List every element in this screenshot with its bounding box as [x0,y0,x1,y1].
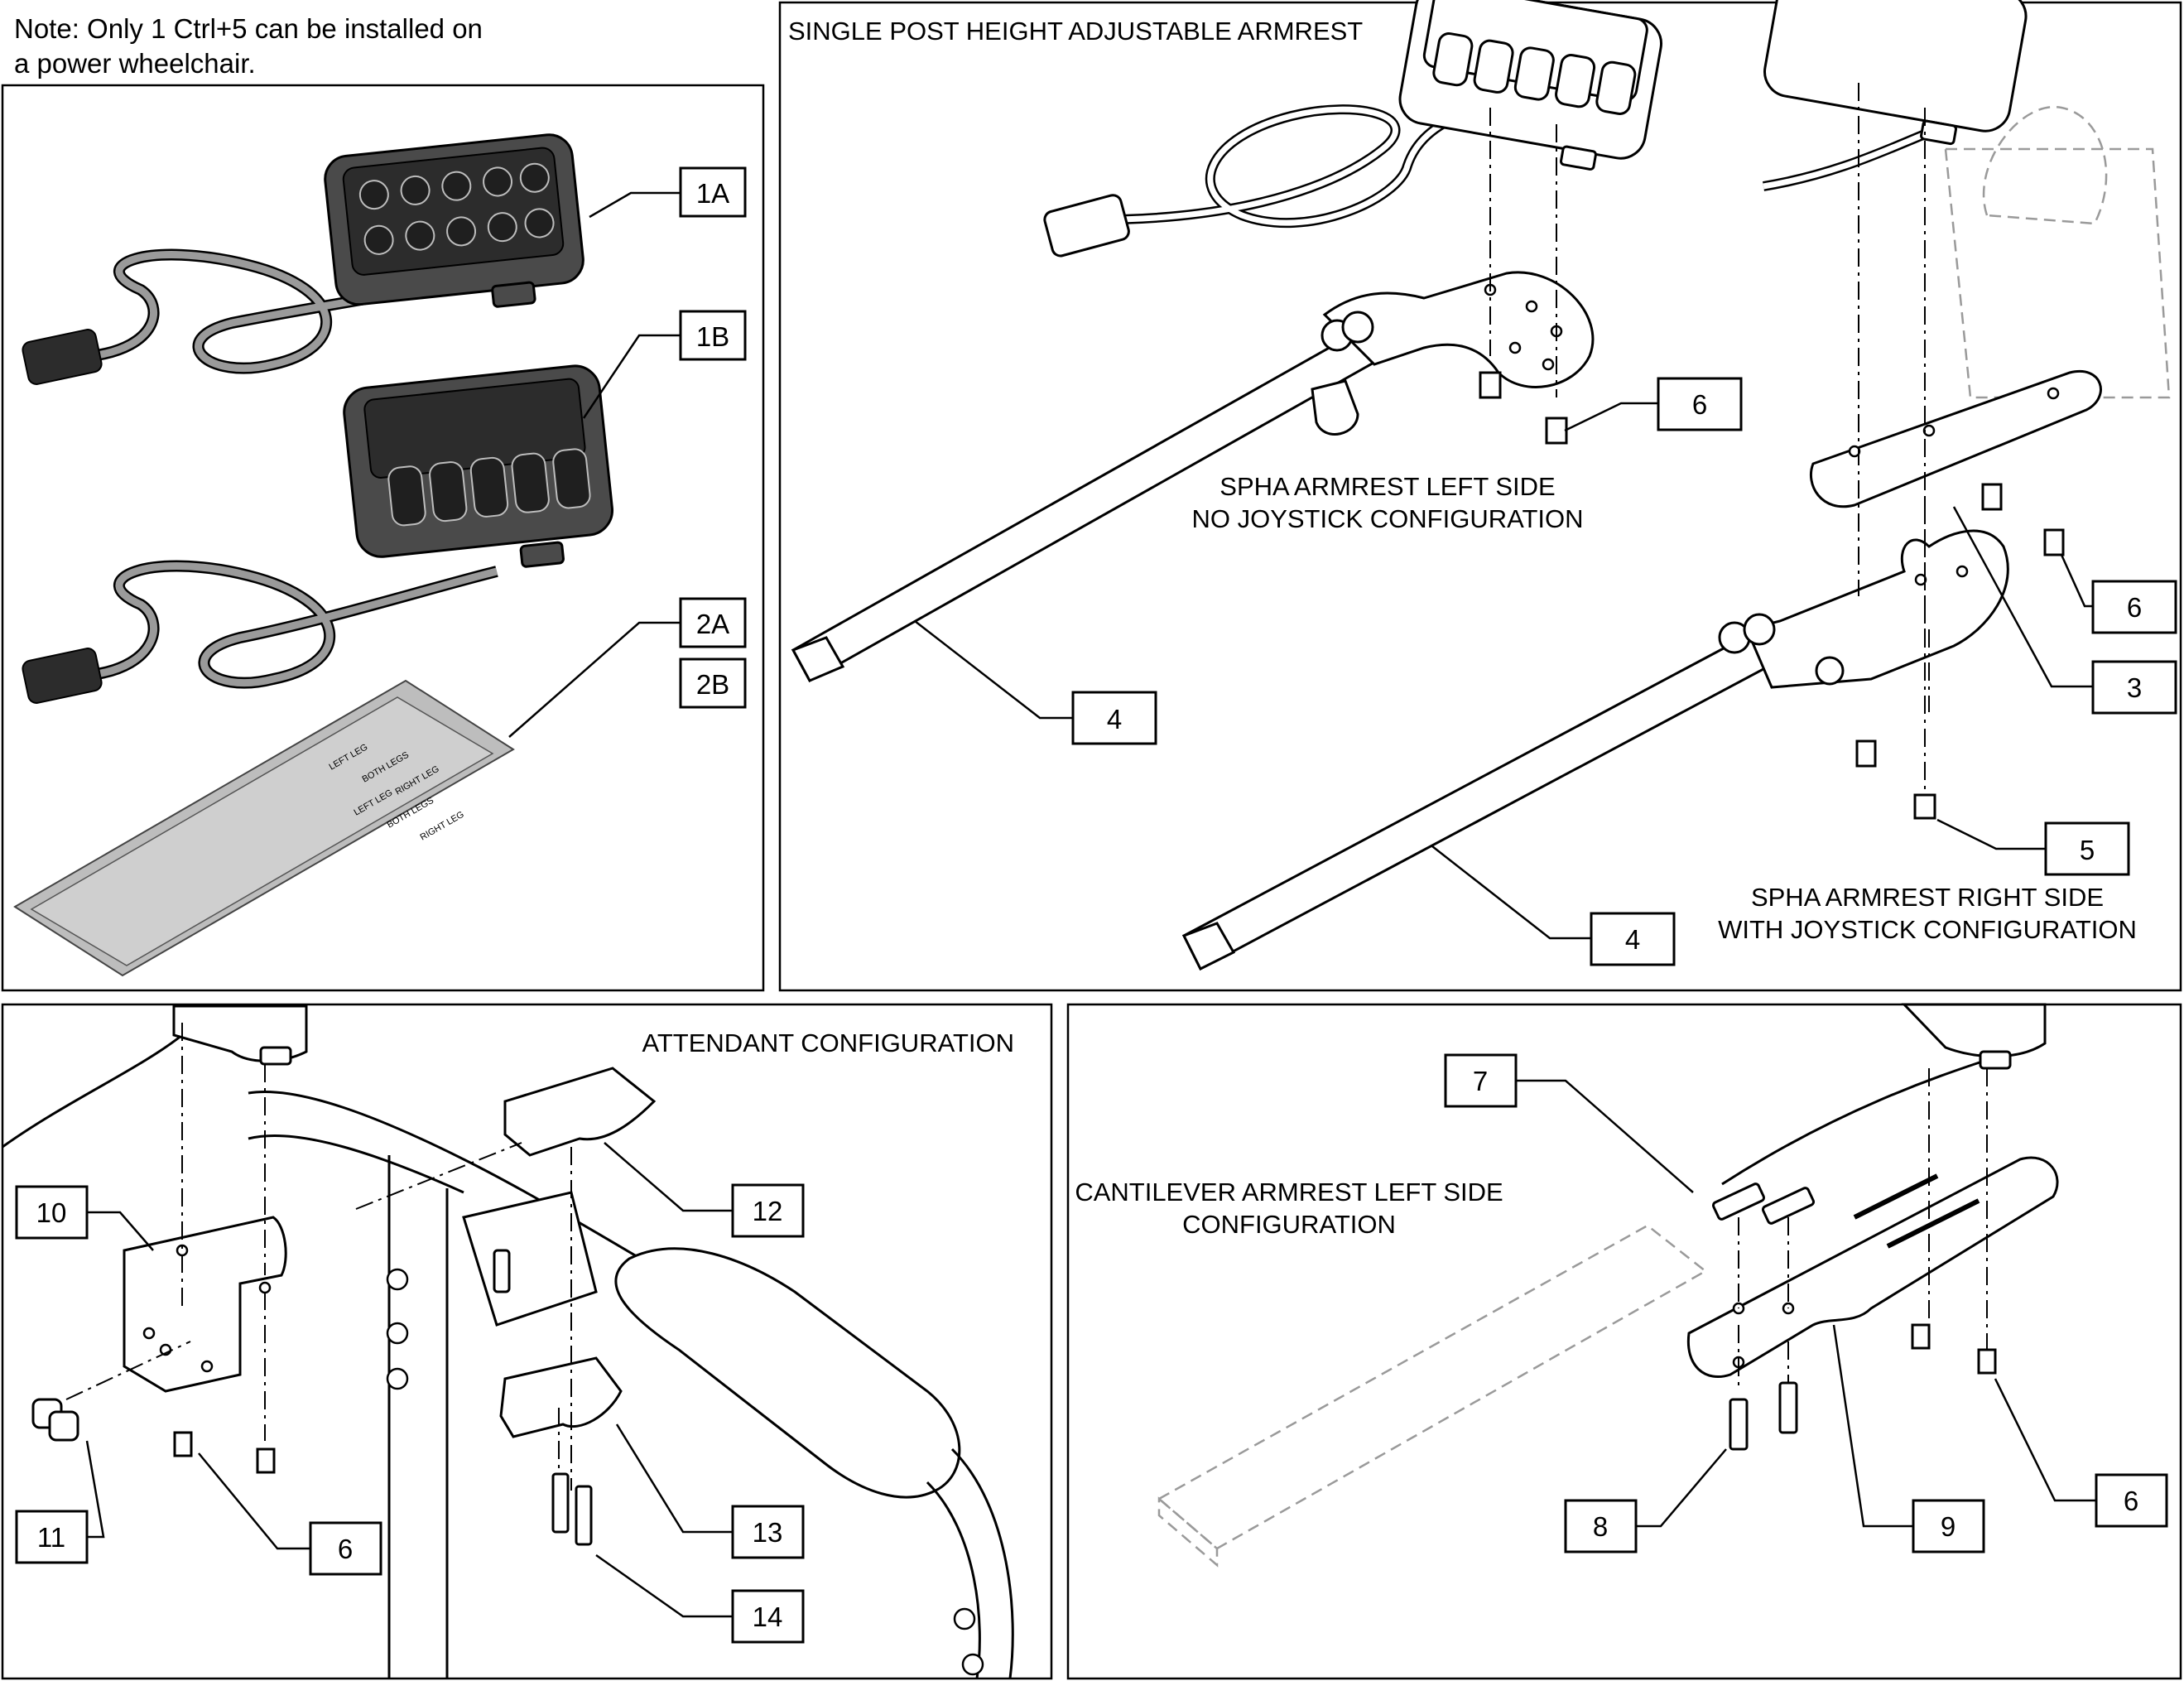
callout-8-label: 8 [1593,1511,1608,1542]
installation-note: Note: Only 1 Ctrl+5 can be installed on … [14,13,483,79]
control-module-1a [22,133,584,385]
callout-4-spha-left-label: 4 [1107,704,1122,735]
callout-10-label: 10 [36,1197,67,1228]
callout-2b: 2B [679,657,747,709]
control-module-1b [22,364,614,704]
callout-11: 11 [15,1440,105,1564]
cantilever-caption-2: CONFIGURATION [1182,1210,1396,1239]
callout-5: 5 [1936,818,2130,876]
cantilever-assembly [1157,1003,2059,1568]
spha-right-caption-1: SPHA ARMREST RIGHT SIDE [1751,883,2104,912]
spha-left-assembly [791,0,1662,683]
callout-9: 9 [1832,1324,1985,1553]
callout-14: 14 [595,1553,805,1644]
callout-1b: 1B [582,310,747,419]
callout-1a-label: 1A [696,178,729,209]
cantilever-caption-1: CANTILEVER ARMREST LEFT SIDE [1075,1178,1503,1207]
spha-right-caption-2: WITH JOYSTICK CONFIGURATION [1718,915,2137,944]
callout-11-label: 11 [37,1522,65,1553]
callout-6-spha-left: 6 [1564,377,1743,432]
callout-4-spha-left: 4 [914,620,1157,745]
decal-sheet: LEFT LEG BOTH LEGS RIGHT LEG LEFT LEG BO… [13,679,515,977]
spha-right-assembly [1181,0,2171,971]
note-line-2: a power wheelchair. [14,48,256,79]
callout-13-label: 13 [753,1517,783,1548]
callout-10: 10 [15,1185,154,1251]
attendant-assembly [2,1004,1014,1679]
panel-controls-frame [1,84,765,992]
callout-1b-label: 1B [696,321,729,352]
callout-2a: 2A [508,597,747,738]
callout-6-cantilever-label: 6 [2124,1486,2138,1516]
callout-6-attendant: 6 [198,1452,382,1576]
callout-7: 7 [1444,1053,1694,1193]
callout-13: 13 [615,1423,805,1559]
callout-9-label: 9 [1941,1511,1955,1542]
callout-6-spha-right-label: 6 [2127,592,2142,623]
callout-6-attendant-label: 6 [338,1534,353,1564]
callout-2a-label: 2A [696,609,729,639]
callout-14-label: 14 [753,1602,783,1632]
callout-8: 8 [1564,1448,1727,1553]
callout-3-label: 3 [2127,672,2142,703]
callout-5-label: 5 [2080,835,2095,865]
callout-3: 3 [1952,506,2177,715]
decal-tile-text: RIGHT LEG [419,810,466,843]
spha-panel-title: SINGLE POST HEIGHT ADJUSTABLE ARMREST [788,17,1363,46]
callout-6-spha-right: 6 [2060,554,2177,634]
callout-1a: 1A [589,166,747,219]
callout-12-label: 12 [753,1196,783,1226]
note-line-1: Note: Only 1 Ctrl+5 can be installed on [14,13,483,44]
callout-7-label: 7 [1473,1066,1488,1096]
attendant-panel-title: ATTENDANT CONFIGURATION [642,1028,1015,1057]
spha-left-caption-2: NO JOYSTICK CONFIGURATION [1191,504,1583,533]
callout-2b-label: 2B [696,669,729,700]
callout-6-cantilever: 6 [1994,1378,2168,1528]
spha-left-caption-1: SPHA ARMREST LEFT SIDE [1219,472,1555,501]
panel-cantilever-frame [1066,1003,2182,1680]
callout-4-spha-right-label: 4 [1625,924,1640,955]
callout-6-spha-left-label: 6 [1692,389,1707,420]
callout-4-spha-right: 4 [1431,845,1676,966]
callout-12: 12 [604,1142,805,1238]
panel-attendant-frame [1,1003,1053,1680]
